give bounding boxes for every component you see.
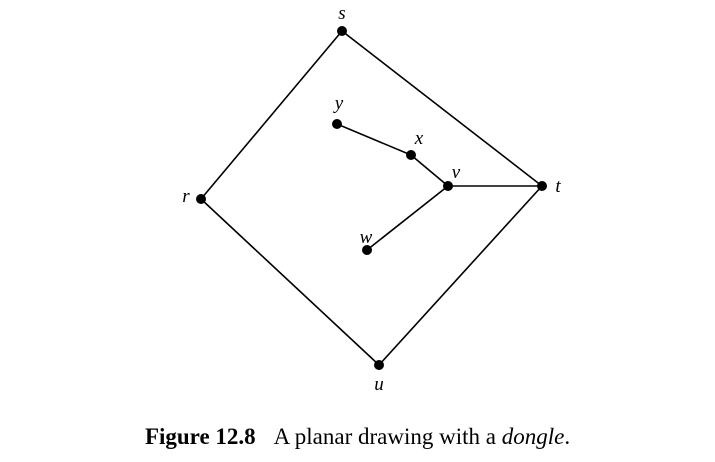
- vertex-v: [443, 181, 453, 191]
- vertices-layer: [196, 26, 547, 370]
- figure-number: Figure 12.8: [144, 424, 256, 449]
- edge-u-t: [378, 185, 543, 366]
- vertex-t: [537, 181, 547, 191]
- caption-emphasis: dongle: [501, 424, 565, 449]
- edge-s-t: [341, 30, 543, 187]
- labels-layer: s t r u y x v w: [182, 3, 561, 395]
- edge-r-u: [200, 198, 380, 366]
- vertex-x: [406, 150, 416, 160]
- edge-x-v: [410, 154, 449, 187]
- vertex-s: [337, 26, 347, 36]
- vertex-label-y: y: [333, 93, 344, 114]
- vertex-label-x: x: [414, 128, 424, 149]
- edge-s-r: [200, 30, 343, 200]
- vertex-label-v: v: [452, 162, 461, 183]
- vertex-label-s: s: [338, 3, 345, 24]
- vertex-y: [332, 119, 342, 129]
- edge-y-x: [336, 123, 412, 156]
- vertex-label-r: r: [182, 186, 190, 207]
- caption-period: .: [564, 424, 571, 449]
- vertex-u: [374, 360, 384, 370]
- edge-v-w: [366, 185, 449, 251]
- edges-layer: [200, 30, 543, 366]
- vertex-label-w: w: [360, 227, 373, 248]
- caption-text: A planar drawing with a: [273, 424, 502, 449]
- vertex-w: [362, 245, 372, 255]
- vertex-label-t: t: [555, 176, 561, 197]
- figure-caption: Figure 12.8 A planar drawing with a dongl…: [0, 424, 715, 450]
- vertex-label-u: u: [374, 374, 384, 395]
- vertex-r: [196, 194, 206, 204]
